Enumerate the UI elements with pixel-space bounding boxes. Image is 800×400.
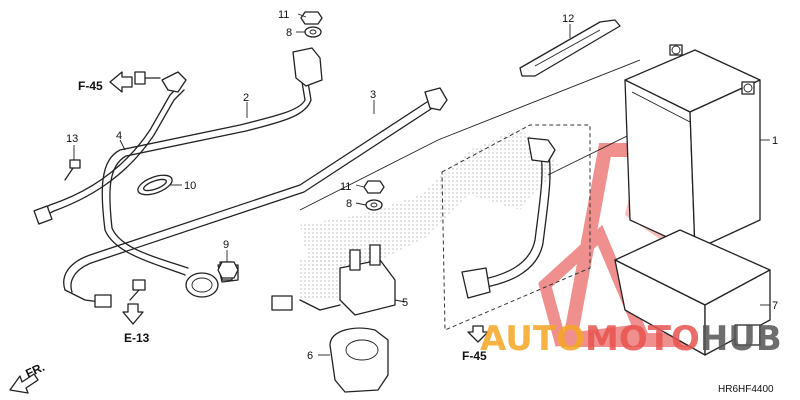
battery bbox=[624, 44, 761, 251]
main-harness bbox=[101, 47, 323, 276]
battery-outline-line bbox=[437, 59, 641, 141]
relay-cover bbox=[329, 327, 389, 393]
dotted-logo-background bbox=[300, 128, 560, 300]
callout-11-middle: 11 bbox=[340, 181, 351, 193]
bolt-f45 bbox=[134, 71, 161, 85]
nut-top bbox=[300, 11, 323, 25]
battery-strap bbox=[519, 19, 621, 77]
arrow-e13 bbox=[122, 303, 144, 325]
nut-9 bbox=[217, 261, 239, 279]
cable-clamp bbox=[137, 174, 173, 196]
arrow-f45-top bbox=[109, 71, 133, 93]
ref-f45-bottom: F-45 bbox=[462, 349, 487, 363]
callout-13: 13 bbox=[66, 133, 78, 145]
watermark-auto: AUTO bbox=[480, 319, 585, 359]
battery-dashed-outline bbox=[441, 124, 591, 331]
callout-7: 7 bbox=[772, 300, 778, 312]
watermark-text: AUTOMOTOHUB bbox=[480, 319, 782, 359]
battery-outline-line-2 bbox=[299, 139, 439, 211]
battery-tray bbox=[614, 229, 771, 356]
ground-cable bbox=[33, 71, 187, 225]
ref-e13: E-13 bbox=[124, 331, 150, 345]
watermark-moto: MOTO bbox=[585, 319, 700, 359]
callout-5: 5 bbox=[402, 297, 408, 309]
leader-lines bbox=[73, 13, 770, 356]
arrow-front bbox=[9, 373, 39, 394]
diagram-code: HR6HF4400 bbox=[718, 384, 774, 395]
callout-8-middle: 8 bbox=[346, 198, 352, 210]
callout-2: 2 bbox=[243, 92, 249, 104]
bolt-13 bbox=[64, 159, 81, 181]
callout-4: 4 bbox=[116, 130, 122, 142]
washer-top bbox=[304, 26, 322, 38]
ref-f45-top: F-45 bbox=[78, 79, 103, 93]
callout-3: 3 bbox=[370, 89, 376, 101]
callout-10: 10 bbox=[184, 180, 196, 192]
battery-cable bbox=[63, 87, 448, 308]
callout-11-top: 11 bbox=[278, 9, 289, 21]
callout-12: 12 bbox=[562, 13, 574, 25]
callout-8-top: 8 bbox=[286, 27, 292, 39]
nut-middle bbox=[363, 180, 385, 194]
arrow-f45-bottom bbox=[467, 325, 489, 343]
callout-6: 6 bbox=[307, 350, 313, 362]
callout-9: 9 bbox=[223, 239, 229, 251]
ref-front: FR. bbox=[23, 360, 46, 381]
starter-relay bbox=[271, 244, 396, 316]
washer-middle bbox=[365, 199, 383, 211]
battery-positive-cable bbox=[461, 137, 556, 299]
bolt-e13 bbox=[129, 279, 146, 301]
watermark-hub: HUB bbox=[700, 319, 782, 359]
callout-1: 1 bbox=[772, 135, 778, 147]
